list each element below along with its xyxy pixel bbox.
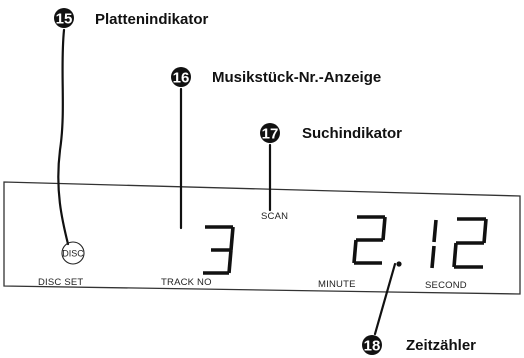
callout-16-label: Musikstück-Nr.-Anzeige [212, 69, 381, 86]
track-number-digit [203, 225, 235, 275]
callout-17-label: Suchindikator [302, 125, 402, 142]
time-separator-dot [396, 261, 402, 267]
disc-indicator-ring [61, 241, 85, 265]
segment [432, 219, 438, 243]
callout-17: 17 Suchindikator [260, 123, 402, 143]
second-units-digit [452, 217, 488, 269]
segment [452, 242, 458, 268]
minute-label: MINUTE [318, 279, 356, 290]
leader-line-15 [57, 28, 70, 246]
callout-18-label: Zeitzähler [406, 337, 476, 354]
scan-indicator: SCAN [261, 211, 288, 222]
callout-17-marker [260, 123, 280, 143]
segment [381, 216, 387, 241]
disc-indicator: DISC [61, 241, 85, 265]
segment [430, 245, 436, 269]
segment [482, 218, 488, 244]
callout-18: 18 Zeitzähler [362, 335, 476, 355]
callout-16-number: 16 [173, 70, 190, 87]
disc-indicator-text: DISC [62, 249, 84, 259]
segment [352, 239, 358, 264]
callout-18-number: 18 [364, 338, 381, 355]
segment [229, 226, 235, 251]
track-no-label: TRACK NO [161, 277, 212, 288]
disc-set-label: DISC SET [38, 277, 83, 288]
second-label: SECOND [425, 280, 467, 291]
second-tens-digit [430, 219, 438, 269]
callout-16-marker [171, 67, 191, 87]
callout-17-number: 17 [262, 126, 279, 143]
display-panel [3, 181, 521, 295]
leader-line-18 [373, 262, 397, 336]
callout-15-number: 15 [56, 11, 73, 28]
callout-15-label: Plattenindikator [95, 11, 209, 28]
minute-digit [352, 215, 387, 265]
callout-15: 15 Plattenindikator [54, 8, 209, 28]
segment [227, 249, 233, 274]
callout-16: 16 Musikstück-Nr.-Anzeige [171, 67, 381, 87]
callout-18-marker [362, 335, 382, 355]
callout-15-marker [54, 8, 74, 28]
